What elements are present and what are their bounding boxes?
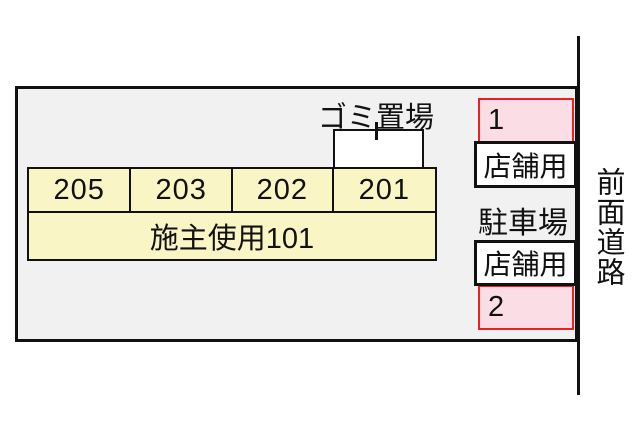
store-use-box-lower: 店舗用 — [474, 240, 577, 286]
owner-unit-101: 施主使用101 — [27, 211, 437, 261]
parking-space-1: 1 — [478, 98, 574, 143]
parking-space-2: 2 — [478, 285, 574, 330]
unit-cell-205: 205 — [53, 173, 105, 206]
unit-cell-203: 203 — [129, 169, 231, 211]
parking-lot-label: 駐車場 — [478, 207, 568, 240]
garbage-area-box — [333, 129, 424, 169]
unit-cell-202: 202 — [231, 169, 332, 211]
building-upper-units-row: 205 203 202 201 — [27, 167, 437, 213]
front-road-line — [577, 36, 580, 395]
garbage-area-pointer-line — [375, 122, 378, 140]
store-use-box-upper: 店舗用 — [474, 141, 577, 188]
front-road-label: 前面道路 — [592, 166, 624, 287]
unit-cell-201: 201 — [331, 169, 435, 211]
